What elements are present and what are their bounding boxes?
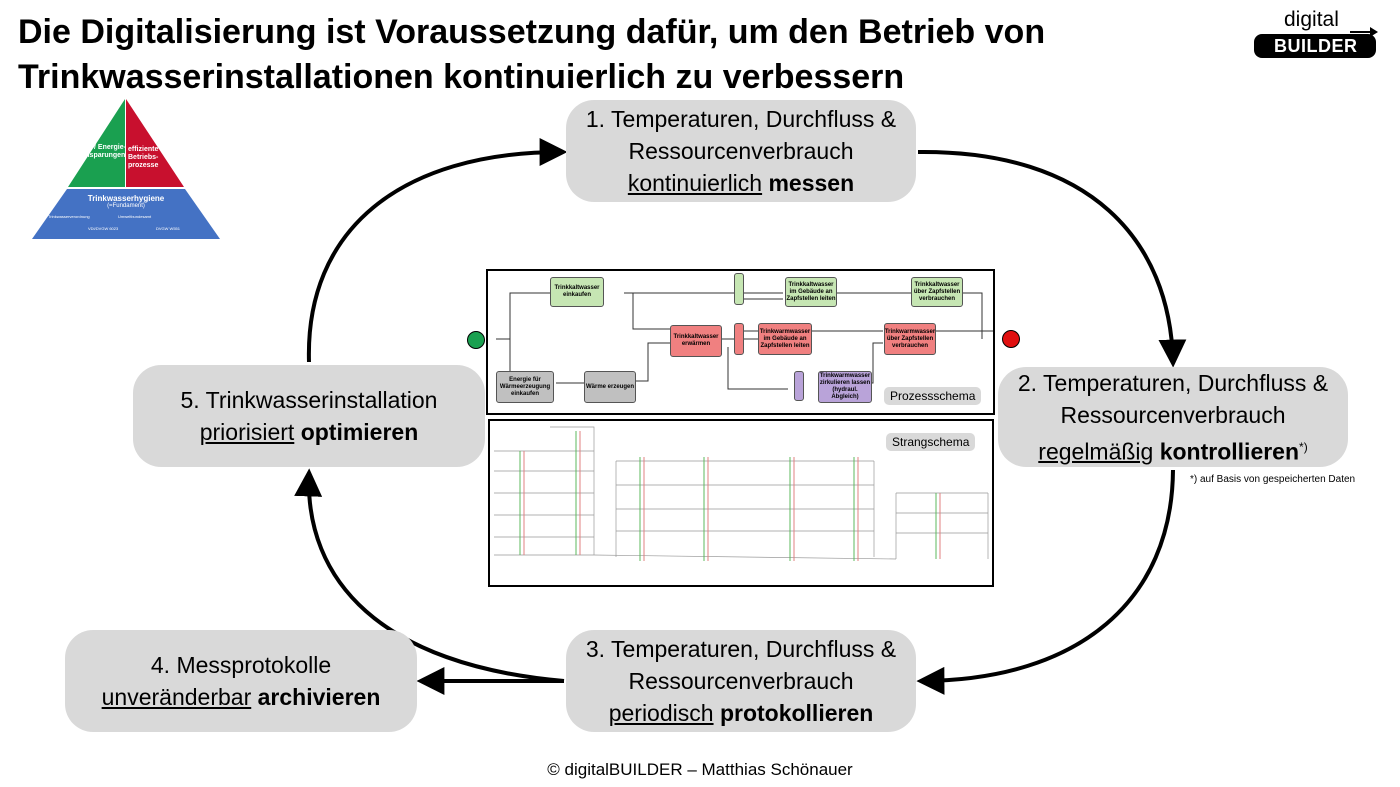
step-3-line2: Ressourcenverbrauch (628, 668, 854, 694)
strang-scheme-panel: Strangschema (488, 419, 994, 587)
pyramid-item-4: DVGW W551 (156, 226, 181, 231)
copyright: © digitalBUILDER – Matthias Schönauer (547, 760, 853, 779)
step-1-line1: 1. Temperaturen, Durchfluss & (585, 106, 897, 132)
proc-box-4: Trinkkaltwasser erwärmen (670, 325, 722, 357)
step-5-bold: optimieren (300, 419, 419, 445)
process-scheme-label: Prozessschema (884, 387, 982, 405)
pyramid-green (68, 99, 125, 187)
proc-box-6: Trinkwarmwasser über Zapfstellen verbrau… (884, 323, 936, 355)
arrow-1-to-2 (917, 149, 1187, 368)
pyramid-item-1: Trinkwasserverordnung (48, 214, 90, 219)
proc-valve-1 (734, 273, 744, 305)
logo-bottom-text: BUILDER (1274, 36, 1358, 56)
proc-box-3: Trinkkaltwasser über Zapfstellen verbrau… (911, 277, 963, 307)
step-1-underline: kontinuierlich (627, 170, 763, 196)
step-2-control: 2. Temperaturen, Durchfluss & Ressourcen… (998, 367, 1348, 467)
proc-box-1: Trinkkaltwasser einkaufen (550, 277, 604, 307)
page-title: Die Digitalisierung ist Voraussetzung da… (18, 13, 1046, 96)
step-2-line1: 2. Temperaturen, Durchfluss & (1017, 369, 1329, 396)
strang-drawing (494, 426, 989, 561)
proc-box-5: Trinkwarmwasser im Gebäude an Zapfstelle… (758, 323, 812, 355)
step-3-protocol: 3. Temperaturen, Durchfluss & Ressourcen… (566, 630, 916, 732)
end-node-icon (1002, 330, 1020, 348)
pyramid-base-sub: (=Fundament) (107, 203, 145, 209)
step-1-bold: messen (768, 170, 855, 196)
logo-top-text: digital (1284, 8, 1339, 31)
digitalbuilder-logo: digital BUILDER (1254, 8, 1382, 58)
step-4-bold: archivieren (257, 684, 381, 710)
logo-bar: BUILDER (1254, 34, 1376, 58)
step-5-line1: 5. Trinkwasserinstallation (180, 387, 438, 413)
step-3-line1: 3. Temperaturen, Durchfluss & (585, 636, 897, 662)
pyramid-item-3: VDI/DVGW 6023 (88, 226, 119, 231)
pyramid-right-label: effiziente Betriebs-prozesse (128, 146, 159, 169)
proc-valve-3 (794, 371, 804, 401)
proc-valve-2 (734, 323, 744, 355)
step-4-underline: unveränderbar (101, 684, 252, 710)
logo-arrow-icon (1350, 27, 1378, 37)
step-5-underline: priorisiert (199, 419, 295, 445)
hygiene-pyramid (32, 99, 220, 239)
step-3-underline: periodisch (608, 700, 714, 726)
pyramid-left-label: CO₂-/ Energie-Einsparungen (78, 144, 126, 159)
proc-box-7: Energie für Wärmeerzeugung einkaufen (496, 371, 554, 403)
pyramid-base-title: Trinkwasserhygiene (87, 194, 165, 203)
step-2-line2: Ressourcenverbrauch (1060, 401, 1286, 428)
step-1-measure: 1. Temperaturen, Durchfluss & Ressourcen… (566, 100, 916, 202)
process-scheme-panel: Trinkkaltwasser einkaufen Trinkkaltwasse… (486, 269, 995, 415)
step-3-bold: protokollieren (719, 700, 874, 726)
step-2-sup: *) (1299, 439, 1308, 454)
step-4-archive: 4. Messprotokolle unveränderbar archivie… (65, 630, 417, 732)
start-node-icon (467, 331, 485, 349)
proc-box-8: Wärme erzeugen (584, 371, 636, 403)
step-1-line2: Ressourcenverbrauch (628, 138, 854, 164)
step-5-optimize: 5. Trinkwasserinstallation priorisiert o… (133, 365, 485, 467)
step-2-underline: regelmäßig (1038, 438, 1154, 465)
pyramid-item-2: Umweltbundesamt (118, 214, 152, 219)
strang-scheme-label: Strangschema (886, 433, 976, 451)
arrow-5-to-1 (306, 138, 568, 363)
proc-box-2: Trinkkaltwasser im Gebäude an Zapfstelle… (785, 277, 837, 307)
pyramid-red (126, 99, 184, 187)
footnote: *) auf Basis von gespeicherten Daten (1190, 474, 1356, 485)
step-2-bold: kontrollieren (1159, 438, 1300, 465)
proc-box-9: Trinkwarmwasser zirkulieren lassen (hydr… (818, 371, 872, 403)
pyramid-blue (32, 189, 220, 239)
arrow-2-to-3 (916, 469, 1175, 695)
step-4-line1: 4. Messprotokolle (150, 652, 332, 678)
arrow-3-to-5 (294, 468, 565, 683)
